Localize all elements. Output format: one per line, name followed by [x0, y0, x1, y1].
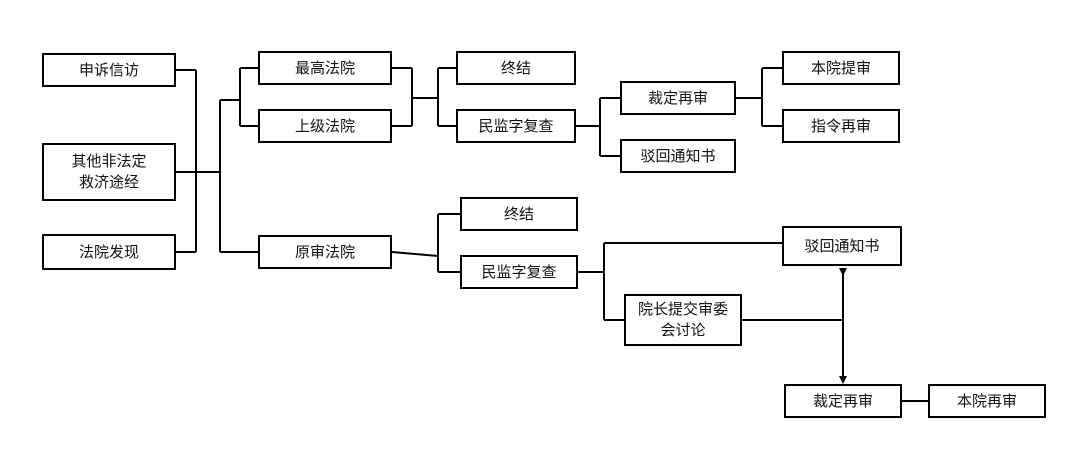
- upper-order-retrial-label: 指令再审: [810, 116, 871, 135]
- upper-reject-notice-box: 驳回通知书: [620, 139, 736, 173]
- lower-this-court-retrial-label: 本院再审: [956, 391, 1017, 410]
- upper-ruling-retrial-label: 裁定再审: [647, 88, 708, 107]
- source-petition-label: 申诉信访: [78, 60, 139, 79]
- lower-ruling-retrial-label: 裁定再审: [812, 391, 873, 410]
- upper-civil-review-label: 民监字复查: [478, 116, 554, 135]
- upper-terminate-label: 终结: [500, 58, 531, 77]
- court-superior-box: 上级法院: [258, 109, 392, 143]
- upper-civil-review-box: 民监字复查: [456, 109, 576, 143]
- court-original-label: 原审法院: [294, 242, 355, 261]
- source-other-remedy-line2: 救济途经: [78, 173, 139, 191]
- source-petition-box: 申诉信访: [42, 53, 176, 87]
- court-superior-label: 上级法院: [294, 116, 355, 135]
- source-court-found-label: 法院发现: [78, 242, 139, 261]
- lower-terminate-box: 终结: [460, 197, 578, 231]
- lower-reject-notice-label: 驳回通知书: [804, 236, 880, 255]
- court-original-box: 原审法院: [258, 235, 392, 269]
- connector-original-out: [391, 251, 439, 257]
- source-other-remedy-line1: 其他非法定: [71, 152, 147, 170]
- upper-order-retrial-box: 指令再审: [782, 109, 900, 143]
- source-other-remedy-box: 其他非法定 救济途经: [42, 143, 176, 201]
- source-court-found-box: 法院发现: [42, 234, 176, 270]
- lower-terminate-label: 终结: [503, 204, 534, 223]
- lower-this-court-retrial-box: 本院再审: [928, 384, 1046, 418]
- lower-civil-review-label: 民监字复查: [481, 262, 557, 281]
- lower-ruling-retrial-box: 裁定再审: [784, 384, 902, 418]
- court-supreme-box: 最高法院: [258, 51, 392, 85]
- upper-this-court-retrial-label: 本院提审: [810, 58, 871, 77]
- lower-president-committee-line2: 会讨论: [660, 321, 706, 339]
- upper-reject-notice-label: 驳回通知书: [640, 146, 716, 165]
- lower-civil-review-box: 民监字复查: [460, 255, 578, 289]
- lower-reject-notice-box: 驳回通知书: [782, 226, 902, 266]
- upper-ruling-retrial-box: 裁定再审: [620, 81, 736, 115]
- lower-president-committee-line1: 院长提交审委: [637, 300, 728, 318]
- court-supreme-label: 最高法院: [294, 58, 355, 77]
- upper-this-court-retrial-box: 本院提审: [782, 51, 900, 85]
- upper-terminate-box: 终结: [456, 51, 576, 85]
- lower-president-committee-box: 院长提交审委 会讨论: [624, 294, 742, 346]
